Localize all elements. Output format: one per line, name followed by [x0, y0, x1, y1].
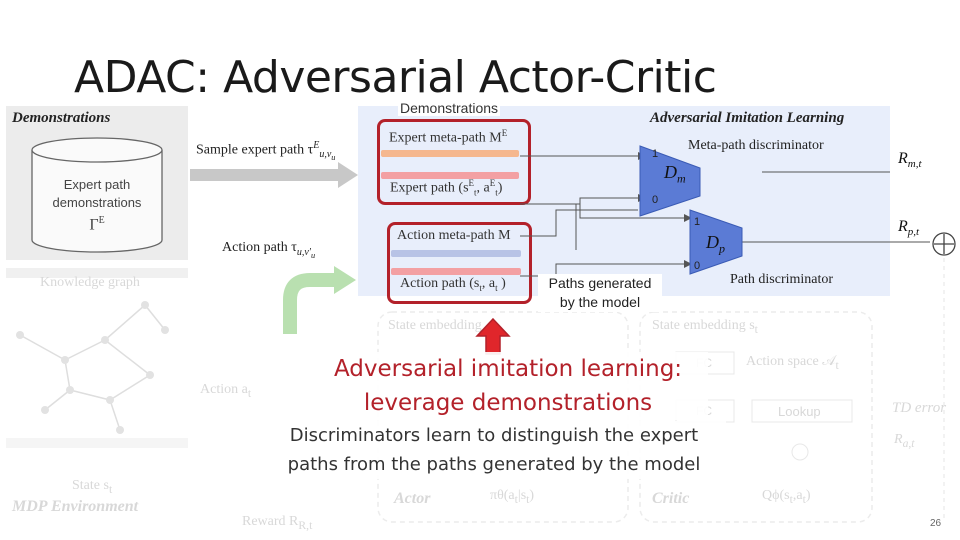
lookup-label: Lookup: [778, 404, 821, 419]
red-caption: Adversarial imitation learning: leverage…: [308, 352, 708, 420]
mdp-environment-label: MDP Environment: [12, 498, 139, 515]
action-generated-box: [387, 222, 532, 304]
dm-one-label: 1: [652, 148, 659, 160]
cylinder-text: Expert path demonstrations ΓE: [30, 176, 164, 234]
slide-title: ADAC: Adversarial Actor-Critic: [74, 52, 717, 103]
sum-circle-icon: [932, 232, 956, 256]
critic-label: Critic: [652, 490, 690, 507]
reward-p-label: Rp,t: [898, 218, 920, 239]
dp-one-label: 1: [694, 216, 701, 228]
expert-path-label: Expert path (sEt, aEt): [390, 178, 503, 198]
expert-meta-bar: [381, 150, 519, 157]
action-meta-path-label: Action meta-path M: [397, 228, 511, 243]
action-path-bar: [391, 268, 521, 275]
dm-label: Dm: [664, 162, 686, 186]
path-discriminator-label: Path discriminator: [730, 272, 834, 287]
paths-generated-line-2: by the model: [559, 294, 641, 310]
action-curved-arrow-icon: [283, 266, 356, 334]
dark-caption: Discriminators learn to distinguish the …: [262, 421, 726, 479]
gamma-symbol: ΓE: [89, 215, 105, 234]
demonstrations-heading: Demonstrations: [12, 110, 111, 126]
dm-zero-label: 0: [652, 194, 659, 206]
cylinder-line-1: Expert path: [63, 177, 131, 192]
paths-generated-line-1: Paths generated: [548, 275, 652, 291]
ail-heading: Adversarial Imitation Learning: [650, 110, 845, 126]
demonstrations-tag: Demonstrations: [398, 100, 501, 116]
expert-demo-box: [377, 119, 531, 205]
r-at-label: Ra,t: [894, 432, 915, 450]
actor-label: Actor: [394, 490, 431, 507]
dark-caption-line-2: paths from the paths generated by the mo…: [287, 454, 701, 475]
sample-expert-path-label: Sample expert path τEu,vu: [196, 140, 336, 163]
database-cylinder-icon: [31, 137, 163, 253]
dp-label: Dp: [706, 232, 725, 256]
knowledge-graph-label: Knowledge graph: [40, 275, 140, 290]
meta-path-discriminator-label: Meta-path discriminator: [688, 138, 824, 153]
expert-meta-path-label: Expert meta-path ME: [389, 128, 508, 146]
action-space-label: Action space 𝒜t: [746, 354, 839, 372]
reward-m-label: Rm,t: [898, 150, 922, 171]
reward-label: Reward RR,t: [242, 514, 313, 532]
paths-generated-label: Paths generated by the model: [538, 274, 662, 312]
q-function-label: Qϕ(st,at): [762, 488, 811, 506]
action-path-label: Action path τu,v′u: [222, 240, 316, 260]
expert-path-bar: [381, 172, 519, 179]
cylinder-line-2: demonstrations: [52, 195, 142, 210]
action-meta-bar: [391, 250, 521, 257]
state-label: State st: [72, 478, 113, 496]
action-path-box-label: Action path (st, at ): [400, 276, 506, 293]
red-caption-line-1: Adversarial imitation learning:: [333, 356, 683, 382]
dark-caption-line-1: Discriminators learn to distinguish the …: [289, 425, 699, 446]
policy-label: πθ(at|st): [490, 488, 535, 506]
red-caption-line-2: leverage demonstrations: [363, 390, 653, 416]
state-embedding-label: State embedding: [388, 318, 482, 333]
dp-zero-label: 0: [694, 260, 701, 272]
page-number: 26: [930, 518, 942, 529]
discriminator-graph: [520, 145, 930, 277]
sample-arrow-icon: [190, 162, 358, 188]
td-error-label: TD error: [892, 400, 947, 416]
state-embedding-critic-label: State embedding st: [652, 318, 758, 336]
action-at-label: Action at: [200, 382, 252, 400]
